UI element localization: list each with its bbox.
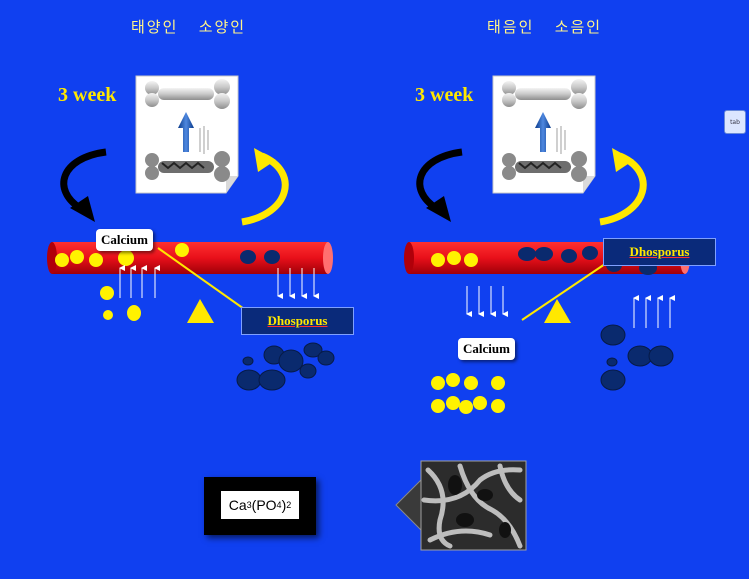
balance-beam-right — [521, 261, 609, 321]
yellow-curved-arrow-left — [241, 152, 289, 226]
bone-growth-arrow — [178, 112, 194, 152]
phosphorus-dots-vessel-left — [240, 250, 280, 264]
right-phosphorus-label: Dhosporus — [603, 238, 716, 266]
right-panel-title: 태음인 소음인 — [487, 18, 603, 36]
left-week-label: 3 week — [58, 84, 117, 106]
bone-bottom-icon-right — [502, 151, 587, 182]
bone-top-icon — [145, 79, 230, 109]
bone-growth-arrow-right — [535, 112, 551, 152]
left-panel-title: 태양인 소양인 — [131, 18, 247, 36]
left-calcium-label: Calcium — [96, 229, 153, 251]
yellow-curved-arrow-right — [599, 152, 647, 226]
balance-fulcrum-right — [544, 299, 571, 323]
black-curved-arrow-right — [416, 148, 463, 211]
black-arrowhead-right — [426, 196, 451, 222]
calcium-dots-vessel-left — [55, 243, 189, 267]
black-curved-arrow-left — [60, 148, 107, 211]
yellow-arrowhead-left — [254, 148, 276, 172]
right-week-label: 3 week — [415, 84, 474, 106]
phosphorus-cluster-right — [600, 324, 674, 391]
calcium-dots-outside-left — [100, 286, 141, 321]
left-panel — [47, 75, 335, 391]
upward-arrows-left — [119, 265, 160, 298]
bone-image-card-right — [492, 75, 596, 194]
bone-top-icon-right — [502, 79, 587, 109]
yellow-arrowhead-right — [612, 148, 634, 172]
bone-bottom-icon — [145, 151, 230, 182]
caption-lines-left — [199, 126, 209, 154]
downward-arrows-right — [466, 286, 508, 317]
tab-button[interactable]: tab — [724, 110, 746, 134]
black-arrowhead-left — [70, 196, 95, 222]
right-calcium-label: Calcium — [458, 338, 515, 360]
balance-fulcrum-left — [187, 299, 214, 323]
calcium-dots-vessel-right — [431, 251, 478, 267]
caption-lines-right — [556, 126, 566, 154]
calcium-cluster-right — [431, 373, 505, 414]
phosphorus-cluster-left — [236, 342, 335, 391]
balance-beam-left — [157, 247, 255, 317]
downward-arrows-left — [277, 268, 319, 299]
left-phosphorus-label: Dhosporus — [241, 307, 354, 335]
trabecular-bone-image — [395, 460, 527, 551]
upward-arrows-right — [633, 295, 675, 328]
bone-image-card-left — [135, 75, 239, 194]
